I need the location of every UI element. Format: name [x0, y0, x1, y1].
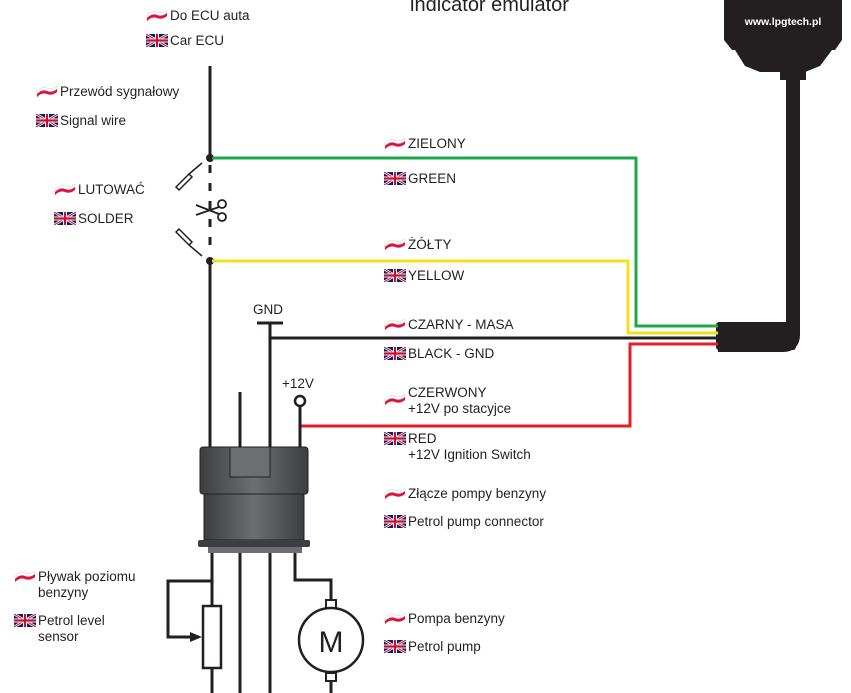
label-yellow-en: YELLOW: [384, 268, 464, 284]
uk-flag-icon: [384, 269, 406, 282]
label-red-pl: CZERWONY +12V po stacyjce: [384, 385, 511, 417]
scissors-icon: [195, 199, 227, 222]
green-wire: [212, 156, 718, 328]
pl-flag-icon: [146, 9, 168, 22]
label-pump-en: Petrol pump: [384, 639, 481, 655]
label-level-sensor-en: Petrol level sensor: [14, 613, 105, 645]
label-pump-pl: Pompa benzyny: [384, 611, 505, 627]
label-green-pl: ZIELONY: [384, 136, 466, 152]
pl-flag-icon: [36, 85, 58, 98]
title-fragment: indicator emulator: [410, 0, 569, 16]
label-red-en: RED +12V Ignition Switch: [384, 431, 531, 463]
uk-flag-icon: [14, 614, 36, 627]
pl-flag-icon: [384, 487, 406, 500]
label-black-pl: CZARNY - MASA: [384, 317, 514, 333]
label-black-en: BLACK - GND: [384, 346, 494, 362]
petrol-pump-motor: [297, 606, 365, 674]
uk-flag-icon: [384, 640, 406, 653]
uk-flag-icon: [54, 212, 76, 225]
label-to-ecu-en: Car ECU: [146, 33, 224, 49]
label-signal-wire-en: Signal wire: [36, 113, 126, 129]
label-solder-en: SOLDER: [54, 211, 134, 227]
pl-flag-icon: [384, 238, 406, 251]
solder-iron-icon: [174, 162, 203, 192]
pl-flag-icon: [14, 570, 36, 583]
solder-iron-icon: [174, 227, 203, 257]
uk-flag-icon: [384, 432, 406, 445]
motor-label: M: [319, 626, 344, 659]
label-plus12v: +12V: [282, 376, 314, 391]
label-to-ecu-pl: Do ECU auta: [146, 8, 250, 24]
label-green-en: GREEN: [384, 171, 456, 187]
uk-flag-icon: [384, 347, 406, 360]
label-connector-en: Petrol pump connector: [384, 514, 544, 530]
yellow-wire: [212, 259, 718, 335]
emulator-device: [716, 0, 842, 352]
pl-flag-icon: [384, 318, 406, 331]
uk-flag-icon: [36, 114, 58, 127]
level-sensor-symbol: [166, 579, 223, 693]
label-level-sensor-pl: Pływak poziomu benzyny: [14, 569, 136, 601]
device-label: www.lpgtech.pl: [744, 16, 822, 28]
label-signal-wire-pl: Przewód sygnałowy: [36, 84, 179, 100]
red-wire: [300, 342, 718, 428]
label-gnd: GND: [253, 302, 283, 317]
pl-flag-icon: [384, 393, 406, 406]
pl-flag-icon: [54, 183, 76, 196]
uk-flag-icon: [146, 34, 168, 47]
label-yellow-pl: ŻÓŁTY: [384, 237, 452, 253]
pl-flag-icon: [384, 612, 406, 625]
plus12v-terminal: [293, 394, 307, 408]
label-solder-pl: LUTOWAĆ: [54, 182, 145, 198]
petrol-pump-connector: [198, 446, 310, 553]
uk-flag-icon: [384, 515, 406, 528]
uk-flag-icon: [384, 172, 406, 185]
pl-flag-icon: [384, 137, 406, 150]
label-connector-pl: Złącze pompy benzyny: [384, 486, 546, 502]
